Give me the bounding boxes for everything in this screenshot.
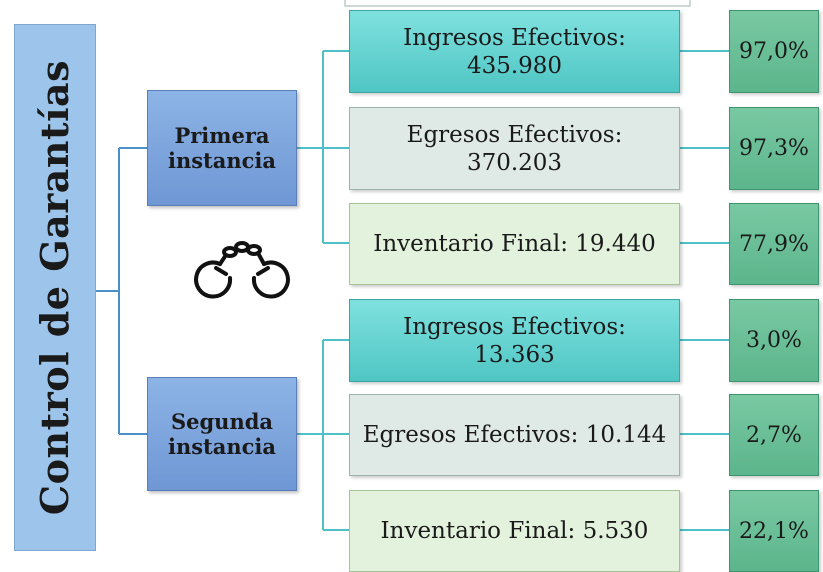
primera-ingresos-pct: 97,0% — [729, 10, 819, 93]
primera-inventario-box: Inventario Final: 19.440 — [349, 203, 680, 285]
root-title-box: Control de Garantías — [14, 24, 96, 551]
segunda-instancia-label: Segunda instancia — [167, 409, 276, 459]
primera-egresos-box: Egresos Efectivos: 370.203 — [349, 107, 680, 190]
primera-instancia-label: Primera instancia — [167, 123, 276, 173]
primera-ingresos-box: Ingresos Efectivos: 435.980 — [349, 10, 680, 93]
segunda-egresos-box: Egresos Efectivos: 10.144 — [349, 394, 680, 476]
segunda-ingresos-pct: 3,0% — [729, 299, 819, 382]
primera-ingresos-label: Ingresos Efectivos: 435.980 — [403, 24, 626, 79]
diagram-title: Control de Garantías — [32, 59, 78, 516]
segunda-ingresos-box: Ingresos Efectivos: 13.363 — [349, 299, 680, 382]
segunda-inventario-label: Inventario Final: 5.530 — [380, 518, 649, 544]
segunda-egresos-pct: 2,7% — [729, 394, 819, 476]
primera-inventario-label: Inventario Final: 19.440 — [373, 231, 656, 257]
primera-inventario-pct: 77,9% — [729, 203, 819, 285]
segunda-inventario-pct: 22,1% — [729, 490, 819, 572]
primera-instancia-box: Primera instancia — [147, 90, 297, 206]
segunda-instancia-box: Segunda instancia — [147, 377, 297, 491]
primera-egresos-pct: 97,3% — [729, 107, 819, 190]
primera-egresos-label: Egresos Efectivos: 370.203 — [406, 121, 623, 176]
segunda-ingresos-label: Ingresos Efectivos: 13.363 — [403, 313, 626, 368]
segunda-inventario-box: Inventario Final: 5.530 — [349, 490, 680, 572]
handcuffs-icon — [194, 241, 290, 299]
segunda-egresos-label: Egresos Efectivos: 10.144 — [362, 422, 667, 448]
